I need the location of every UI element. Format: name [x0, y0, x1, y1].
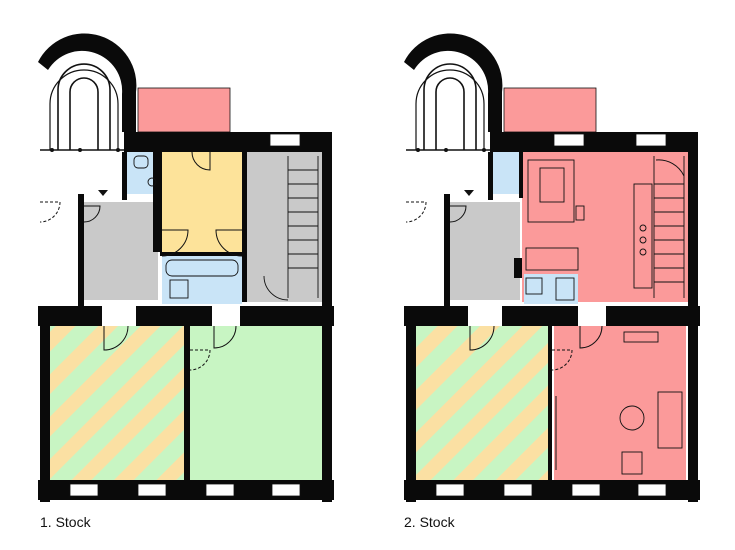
stair-tower — [38, 33, 137, 152]
floor-caption-1: 1. Stock — [40, 514, 91, 530]
windows — [69, 133, 301, 497]
room-wc — [493, 152, 519, 194]
kitchen-furniture — [525, 159, 653, 301]
balcony — [137, 87, 231, 133]
floor-plan-1-stock — [38, 33, 334, 502]
room-small-bath — [524, 274, 578, 304]
room-left-striped — [416, 326, 548, 480]
room-stair-gray — [246, 152, 322, 302]
floor-caption-2: 2. Stock — [404, 514, 455, 530]
room-gray-hall — [448, 202, 520, 300]
stair-tower — [404, 33, 503, 152]
doors — [405, 201, 606, 470]
entrance-marker — [98, 190, 108, 196]
room-right-green — [190, 326, 322, 480]
staircase — [263, 156, 319, 301]
entrance-marker — [464, 190, 474, 196]
room-left-striped — [50, 326, 184, 480]
balcony — [503, 87, 597, 133]
staircase — [653, 156, 685, 298]
doors — [39, 151, 243, 371]
room-yellow — [162, 152, 242, 254]
living-furniture — [619, 331, 683, 475]
room-living-red — [554, 326, 686, 480]
windows — [435, 133, 667, 497]
fixtures — [133, 155, 239, 299]
room-wc — [127, 152, 153, 194]
floor-plan-2-stock — [404, 33, 700, 502]
room-gray-hall — [82, 202, 158, 300]
